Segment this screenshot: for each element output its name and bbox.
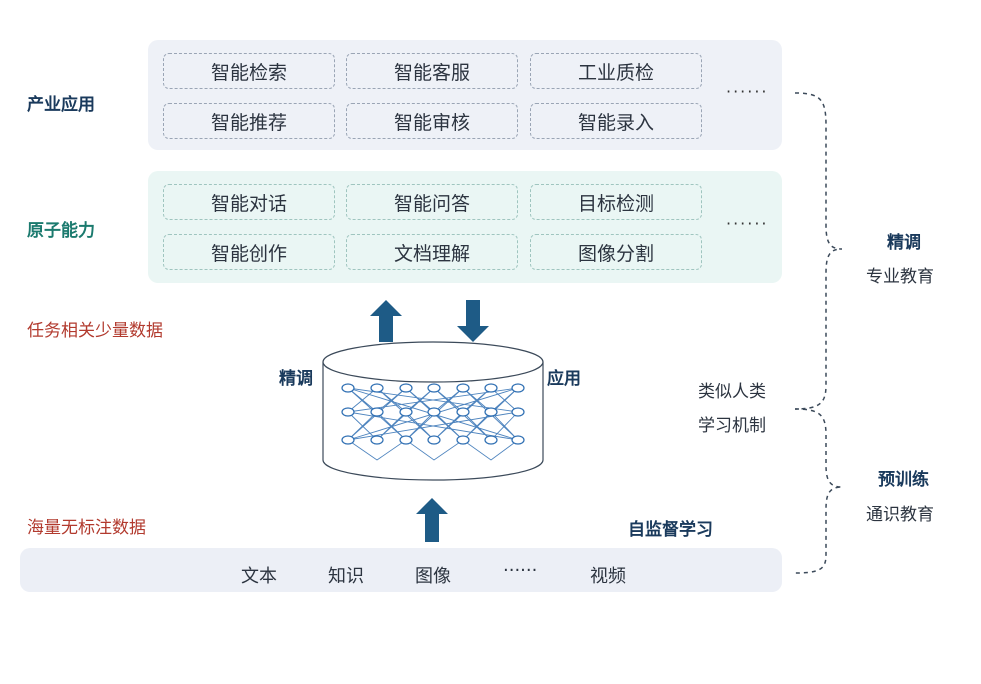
mechanism-line-2: 学习机制	[698, 416, 766, 436]
chip-atomic-4: 智能创作	[163, 234, 335, 270]
arrow-down-icon	[457, 300, 489, 342]
data-source-image: 图像	[415, 566, 451, 587]
chip-industry-5: 智能审核	[346, 103, 518, 139]
chip-industry-3: 工业质检	[530, 53, 702, 89]
chip-atomic-3: 目标检测	[530, 184, 702, 220]
chip-atomic-5: 文档理解	[346, 234, 518, 270]
model-finetune-label: 精调	[279, 369, 313, 389]
task-data-label: 任务相关少量数据	[27, 321, 163, 341]
chip-industry-2: 智能客服	[346, 53, 518, 89]
chip-industry-4: 智能推荐	[163, 103, 335, 139]
model-application-label: 应用	[547, 369, 581, 389]
pretrain-title: 预训练	[878, 470, 929, 490]
industry-application-label: 产业应用	[27, 95, 95, 115]
finetune-subtitle: 专业教育	[866, 267, 934, 287]
data-sources-panel	[20, 548, 782, 592]
massive-data-label: 海量无标注数据	[27, 518, 146, 538]
mechanism-line-1: 类似人类	[698, 382, 766, 402]
chip-industry-6: 智能录入	[530, 103, 702, 139]
chip-atomic-6: 图像分割	[530, 234, 702, 270]
chip-industry-1: 智能检索	[163, 53, 335, 89]
pretrain-subtitle: 通识教育	[866, 505, 934, 525]
network-nodes	[341, 383, 525, 445]
finetune-title: 精调	[887, 233, 921, 253]
atomic-capability-label: 原子能力	[27, 221, 95, 241]
atomic-more-ellipsis: ······	[726, 214, 769, 233]
chip-atomic-1: 智能对话	[163, 184, 335, 220]
data-source-text: 文本	[241, 566, 277, 587]
self-supervised-label: 自监督学习	[628, 520, 713, 540]
data-source-knowledge: 知识	[328, 566, 364, 587]
model-diagram	[322, 300, 544, 481]
atomic-capability-panel	[148, 171, 782, 283]
chip-atomic-2: 智能问答	[346, 184, 518, 220]
data-source-ellipsis: ······	[503, 560, 538, 581]
arrow-up-data-icon	[416, 498, 448, 542]
data-source-video: 视频	[590, 566, 626, 587]
arrow-up-icon	[370, 300, 402, 342]
industry-application-panel	[148, 40, 782, 150]
industry-more-ellipsis: ······	[726, 82, 769, 101]
right-brace-lines	[794, 92, 843, 574]
